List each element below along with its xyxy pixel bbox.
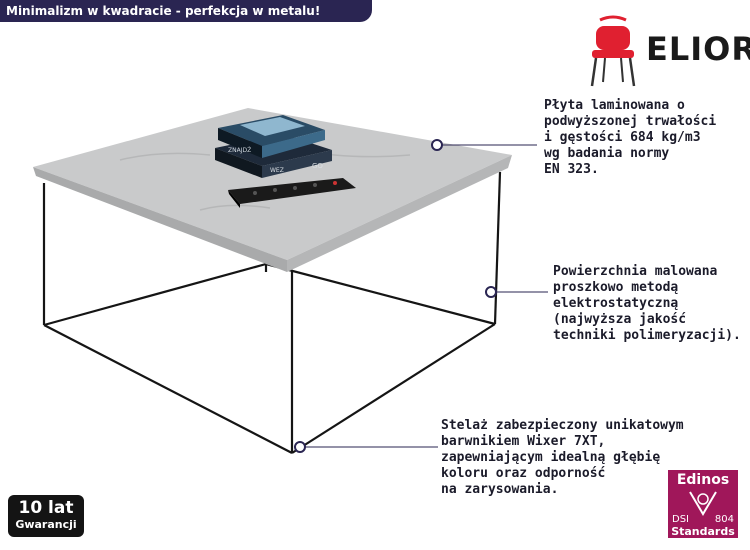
certificate-name: Edinos <box>676 472 730 488</box>
callout-laminate: Płyta laminowana o podwyższonej trwałośc… <box>544 98 717 177</box>
books-stack: ZNAJDŹ WEZ GO <box>215 115 332 178</box>
callout-markers <box>294 139 548 453</box>
certificate-dsi: DSI <box>672 514 689 525</box>
callout-marker <box>431 139 443 151</box>
certificate-seal-icon <box>689 491 717 516</box>
callout-marker <box>485 286 497 298</box>
table-frame <box>42 171 502 454</box>
chair-icon <box>590 15 636 87</box>
book-spine-title: GO <box>312 162 323 170</box>
headline-banner: Minimalizm w kwadracie - perfekcja w met… <box>0 0 372 22</box>
callout-frame: Stelaż zabezpieczony unikatowym barwniki… <box>441 418 684 497</box>
table-top <box>33 108 512 272</box>
callout-powder-coating: Powierzchnia malowana proszkowo metodą e… <box>553 264 741 343</box>
warranty-years: 10 lat <box>18 498 74 518</box>
book-spine-title: WEZ <box>270 167 284 174</box>
certificate-number: 804 <box>714 514 734 525</box>
certificate-badge: Edinos DSI 804 Standards <box>668 470 738 538</box>
remote-control <box>228 178 356 208</box>
warranty-badge: 10 lat Gwarancji <box>8 495 84 537</box>
certificate-standards: Standards <box>671 525 735 538</box>
callout-marker <box>294 441 306 453</box>
warranty-label: Gwarancji <box>15 518 77 531</box>
brand-name: ELIOR <box>646 30 750 68</box>
book-spine-title: ZNAJDŹ <box>228 146 251 154</box>
